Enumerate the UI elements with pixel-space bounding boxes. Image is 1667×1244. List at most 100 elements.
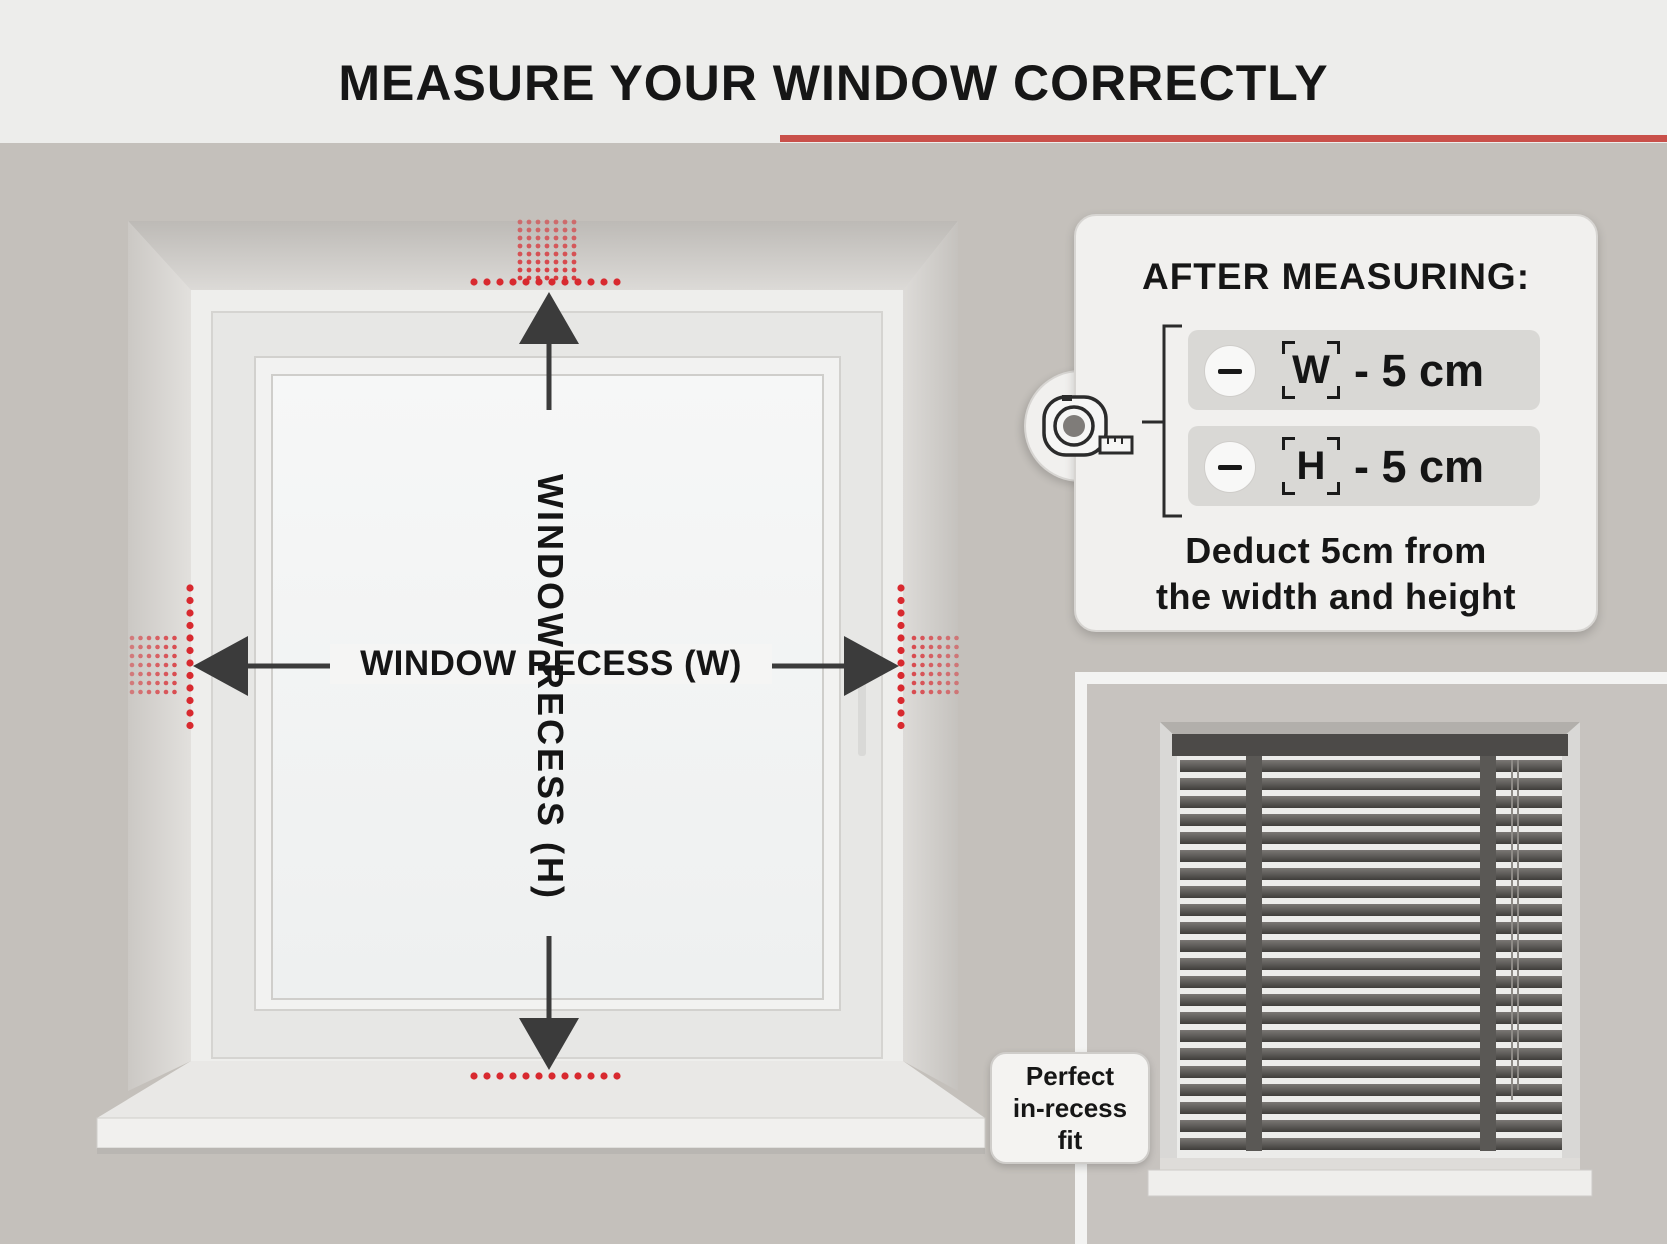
marker-dot [945, 689, 951, 695]
marker-dot [186, 621, 194, 630]
marker-dot [945, 644, 951, 650]
marker-dot [937, 644, 942, 650]
marker-dot [897, 684, 905, 692]
blind-slat [1180, 1084, 1562, 1096]
marker-dot [517, 219, 523, 225]
marker-dot [945, 671, 951, 677]
marker-dot [483, 1072, 491, 1080]
marker-dot [937, 653, 942, 659]
blind-slat [1180, 832, 1562, 844]
marker-dot [544, 251, 550, 257]
marker-dot [562, 251, 568, 257]
marker-dot [526, 275, 532, 281]
marker-dot [600, 278, 608, 286]
marker-dot [548, 278, 556, 286]
marker-dot [571, 219, 577, 225]
marker-dot [526, 259, 532, 265]
top-edge-marker [470, 219, 621, 286]
marker-dot [544, 235, 550, 241]
right-edge-marker [897, 584, 959, 730]
marker-dot [146, 680, 152, 686]
left-edge-marker [129, 584, 194, 730]
fit-badge: Perfect in-recess fit [990, 1052, 1150, 1164]
marker-dot [155, 653, 160, 659]
marker-dot [553, 219, 559, 225]
marker-dot [186, 609, 194, 617]
bottom-edge-marker [470, 1072, 621, 1080]
marker-dot [920, 671, 925, 677]
marker-dot [928, 680, 934, 686]
marker-dot [155, 689, 160, 695]
marker-dot [600, 1072, 608, 1080]
blind-slat [1180, 814, 1562, 826]
marker-dot [155, 644, 160, 650]
marker-dot [548, 1072, 556, 1080]
marker-dot [138, 644, 143, 650]
height-measure-arrows [519, 292, 579, 1070]
marker-dot [613, 1072, 621, 1080]
marker-dot [186, 584, 194, 592]
marker-dot [587, 278, 595, 286]
marker-dot [544, 267, 550, 273]
marker-dot [517, 259, 523, 265]
marker-dot [574, 1072, 582, 1080]
marker-dot [544, 275, 550, 281]
marker-dot [163, 680, 169, 686]
marker-dot [129, 644, 135, 650]
marker-dot [163, 635, 169, 641]
marker-dot [163, 689, 169, 695]
marker-dot [544, 219, 550, 225]
marker-dot [937, 671, 942, 677]
marker-dot [509, 1072, 517, 1080]
blind-slat [1180, 904, 1562, 916]
blind-slats [1180, 760, 1562, 1150]
height-bracket-box: H [1282, 437, 1340, 495]
marker-dot [172, 680, 177, 686]
marker-dot [920, 653, 925, 659]
marker-dot [911, 689, 917, 695]
marker-dot [535, 227, 541, 233]
marker-dot [155, 671, 160, 677]
marker-dot [911, 653, 917, 659]
marker-dot [928, 644, 934, 650]
fit-badge-line-2: in-recess [1012, 1093, 1128, 1123]
marker-dot [155, 662, 160, 668]
marker-dot [911, 671, 917, 677]
right-arrow-icon [844, 636, 899, 696]
marker-dot [526, 251, 532, 257]
marker-dot [163, 662, 169, 668]
marker-dot [897, 634, 905, 642]
width-deduction: - 5 cm [1354, 345, 1485, 396]
marker-dot [535, 267, 541, 273]
window-glass [271, 374, 824, 1000]
marker-dot [138, 680, 143, 686]
marker-dot [172, 635, 177, 641]
marker-dot [470, 278, 478, 286]
marker-dot [522, 278, 530, 286]
blind-slat [1180, 1102, 1562, 1114]
marker-dot [129, 662, 135, 668]
marker-dot [517, 275, 523, 281]
marker-dot [470, 1072, 478, 1080]
height-label: WINDOW RECESS (H) [530, 474, 571, 901]
up-arrow-icon [519, 292, 579, 344]
marker-dot [954, 680, 959, 686]
marker-dot [146, 662, 152, 668]
marker-dot [897, 696, 905, 705]
height-letter: H [1296, 444, 1326, 488]
marker-dot [535, 259, 541, 265]
blind-slat [1180, 976, 1562, 988]
marker-dot [920, 689, 925, 695]
marker-dot [172, 644, 177, 650]
marker-dot [526, 243, 532, 249]
marker-dot [146, 689, 152, 695]
marker-dot [928, 635, 934, 641]
marker-dot [517, 243, 523, 249]
marker-dot [920, 680, 925, 686]
marker-dot [138, 671, 143, 677]
marker-dot [483, 278, 491, 286]
width-label: WINDOW RECESS (W) [330, 644, 772, 684]
marker-dot [954, 689, 959, 695]
marker-dot [172, 662, 177, 668]
